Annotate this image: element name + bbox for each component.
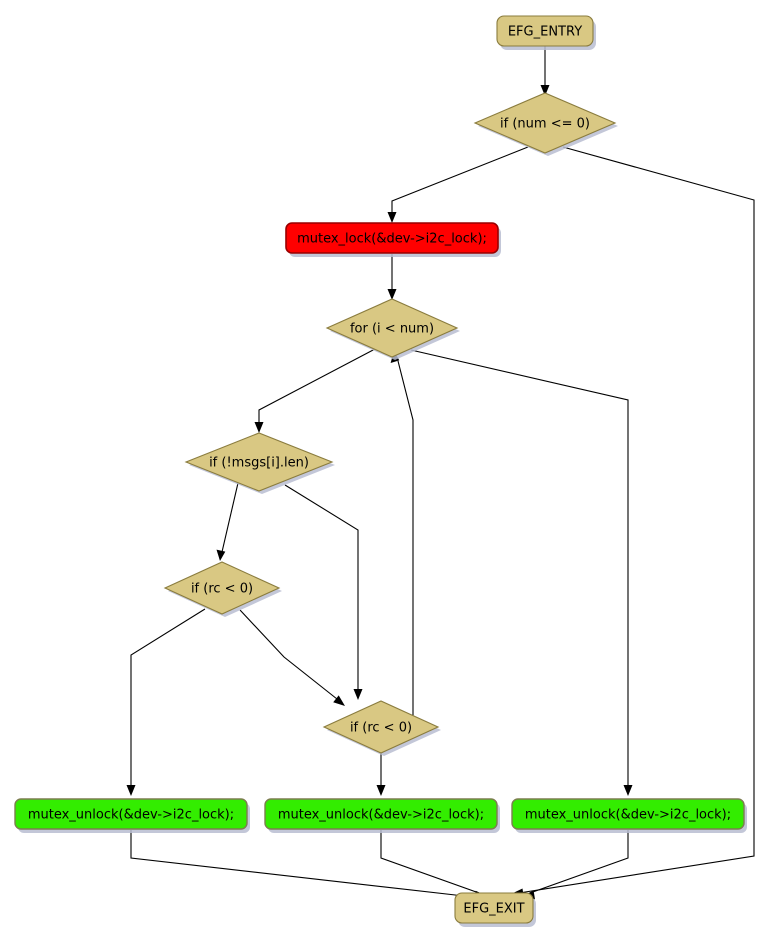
node-for-loop[interactable]: for (i < num) (325, 298, 460, 360)
edge-unlock-right-to-exit (522, 830, 629, 900)
edge-unlock-mid-to-exit (380, 830, 487, 900)
edge-unlock-left-to-exit (130, 830, 473, 902)
node-efg-entry[interactable]: EFG_ENTRY (496, 15, 596, 50)
node-if-rc-left[interactable]: if (rc < 0) (163, 561, 282, 617)
node-if-num-le-zero[interactable]: if (num <= 0) (473, 92, 618, 156)
node-mutex-unlock-right[interactable]: mutex_unlock(&dev->i2c_lock); (511, 798, 747, 833)
edge-for-to-ifmsgs (254, 348, 376, 433)
edge-ifrc-mid-to-unlock-mid (376, 753, 386, 796)
edge-ifmsgs-to-ifrc-mid (284, 484, 363, 700)
node-efg-exit[interactable]: EFG_EXIT (454, 892, 536, 927)
edge-entry-to-if-num (540, 46, 550, 96)
node-if-msgs-len[interactable]: if (!msgs[i].len) (184, 432, 335, 494)
edge-ifrc-left-to-ifrc-mid (239, 609, 345, 706)
node-mutex-unlock-mid[interactable]: mutex_unlock(&dev->i2c_lock); (264, 798, 500, 833)
edge-ifnum-to-exit (511, 146, 755, 898)
node-mutex-unlock-left[interactable]: mutex_unlock(&dev->i2c_lock); (14, 798, 250, 833)
edge-mutexlock-to-for (387, 254, 397, 300)
edge-ifnum-to-mutexlock (387, 146, 529, 223)
edge-ifrc-left-to-unlock-left (126, 608, 206, 796)
edge-for-to-unlock-right (410, 349, 633, 796)
node-mutex-lock[interactable]: mutex_lock(&dev->i2c_lock); (285, 222, 501, 257)
edge-ifrc-mid-backedge-to-for (390, 351, 414, 716)
edge-ifmsgs-to-ifrc-left (216, 482, 239, 561)
node-if-rc-mid[interactable]: if (rc < 0) (322, 700, 441, 756)
